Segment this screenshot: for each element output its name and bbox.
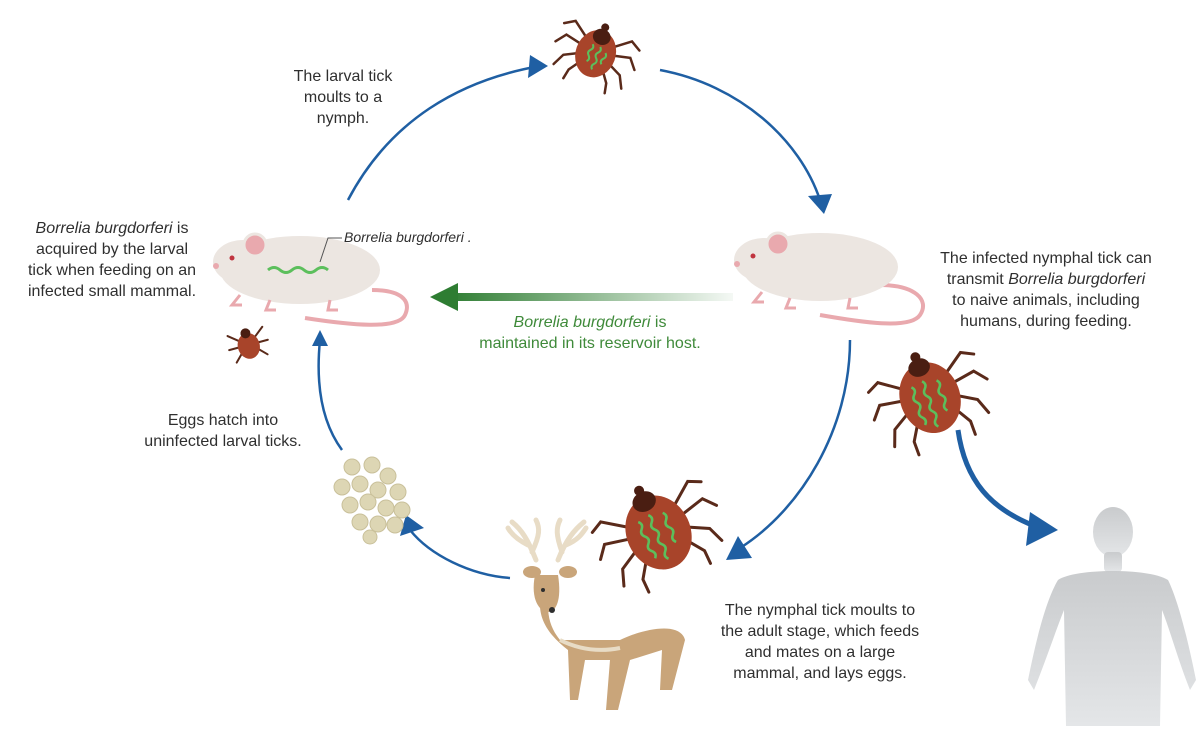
arrow-tick-to-human-head <box>1026 512 1058 546</box>
arrow-mouse-to-deer <box>740 340 850 548</box>
transmit-label: The infected nymphal tick can transmit B… <box>916 248 1176 332</box>
adult-tick-icon <box>579 459 738 605</box>
eggs-icon <box>334 457 410 544</box>
arrow-larva-to-nymph-head <box>528 55 548 78</box>
acquired-label: Borrelia burgdorferi is acquired by the … <box>2 218 222 302</box>
arrow-tick-to-human <box>958 430 1040 528</box>
human-icon <box>1028 507 1196 726</box>
arrow-nymph-to-mouse-head <box>808 194 832 214</box>
arrow-mouse-to-deer-head <box>726 536 752 560</box>
nymph-tick-icon <box>545 9 647 100</box>
larval-tick-icon <box>225 323 272 363</box>
reservoir-arrow <box>430 283 733 311</box>
arrow-deer-to-eggs <box>410 530 510 578</box>
mouse-icon-right <box>734 233 923 324</box>
arrow-eggs-to-mouse-head <box>312 330 328 346</box>
larval-moult-label: The larval tick moults to a nymph. <box>268 66 418 129</box>
reservoir-label: Borrelia burgdorferi is maintained in it… <box>440 312 740 354</box>
arrow-nymph-to-mouse <box>660 70 820 200</box>
feeding-nymph-icon <box>857 332 1003 465</box>
adult-stage-label: The nymphal tick moults to the adult sta… <box>700 600 940 684</box>
bacteria-pointer-label: Borrelia burgdorferi . <box>344 227 472 248</box>
eggs-hatch-label: Eggs hatch into uninfected larval ticks. <box>118 410 328 452</box>
